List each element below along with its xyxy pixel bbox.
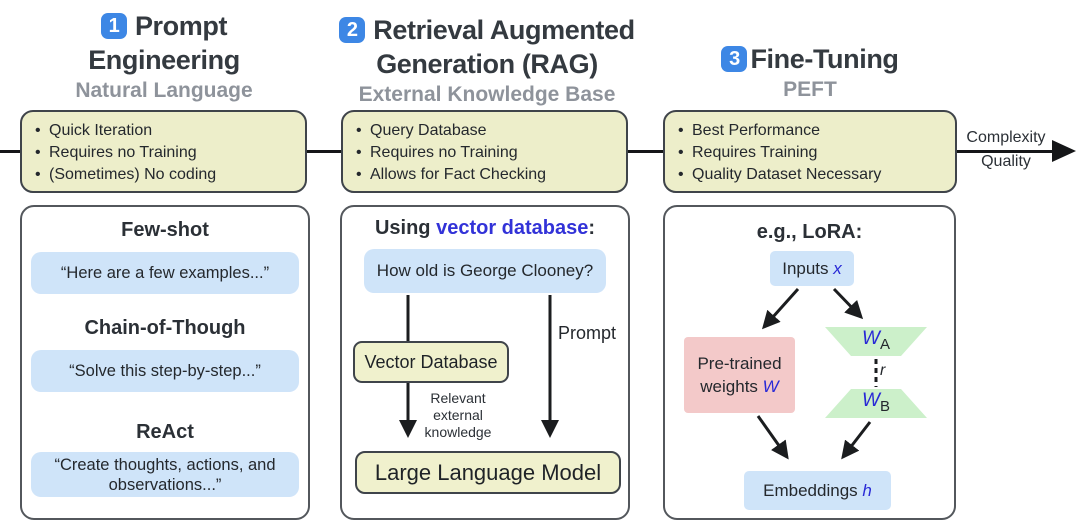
feature-item: Requires Training <box>675 142 949 164</box>
rag-arrows-graphic <box>399 295 559 438</box>
section-header-prompt-engineering: 1 Prompt Engineering Natural Language <box>18 9 310 104</box>
few-shot-heading: Few-shot <box>121 219 209 241</box>
embeddings-node: Embeddings h <box>744 471 891 510</box>
number-3-badge-icon: 3 <box>721 46 748 72</box>
lora-arrows-graphic <box>756 287 927 460</box>
pretrained-var: W <box>762 377 779 396</box>
section2-title-line2: Generation (RAG) <box>376 49 598 79</box>
section2-subtitle: External Knowledge Base <box>358 83 616 106</box>
rank-label: r <box>880 362 886 379</box>
react-example: “Create thoughts, actions, and observati… <box>31 452 299 497</box>
section2-title-line1: Retrieval Augmented <box>373 15 635 45</box>
embeddings-label: Embeddings <box>763 480 858 500</box>
axis-label-complexity: Complexity <box>966 129 1046 146</box>
number-1-badge-icon: 1 <box>100 13 127 39</box>
panel-prompt-engineering: Few-shot “Here are a few examples...” Ch… <box>20 205 310 520</box>
feature-item: Allows for Fact Checking <box>353 164 620 186</box>
wb-sub: B <box>879 397 890 415</box>
lora-wb-label: WB <box>850 390 902 415</box>
axis-label-quality: Quality <box>981 153 1031 170</box>
feature-box-fine-tuning: Best Performance Requires Training Quali… <box>663 110 957 193</box>
feature-box-prompt-engineering: Quick Iteration Requires no Training (So… <box>20 110 307 193</box>
section1-title-line1: Prompt <box>134 11 228 41</box>
section1-title-line2: Engineering <box>88 45 240 75</box>
section3-subtitle: PEFT <box>783 78 837 101</box>
relevant-line3: knowledge <box>424 424 492 440</box>
lora-a-trapezoid <box>825 327 927 356</box>
feature-item: Requires no Training <box>32 142 299 164</box>
query-pill: How old is George Clooney? <box>364 249 606 293</box>
vector-database-node: Vector Database <box>353 341 509 383</box>
inputs-node: Inputs x <box>770 251 854 286</box>
react-heading: ReAct <box>136 421 194 443</box>
inputs-label: Inputs <box>782 258 829 278</box>
prompt-arrow-label: Prompt <box>558 323 617 343</box>
panel-rag-flow: Using vector database: How old is George… <box>340 205 630 520</box>
pretrained-line2: weights <box>700 377 758 396</box>
section-header-rag: 2 Retrieval Augmented Generation (RAG) Ex… <box>322 13 652 108</box>
feature-box-rag: Query Database Requires no Training Allo… <box>341 110 628 193</box>
lora-b-trapezoid <box>825 389 927 418</box>
heading-prefix: Using <box>374 217 437 239</box>
wa-sub: A <box>879 335 890 353</box>
lora-wa-label: WA <box>850 328 902 353</box>
panel-lora: e.g., LoRA: Inputs x Pre-trained weights… <box>663 205 956 520</box>
feature-item: Requires no Training <box>353 142 620 164</box>
lora-panel-heading: e.g., LoRA: <box>756 221 863 243</box>
axis-labels: Complexity Quality <box>950 126 1062 174</box>
embeddings-var: h <box>862 480 872 500</box>
section3-title-line1: Fine-Tuning <box>750 44 899 74</box>
relevant-line2: external <box>433 407 483 423</box>
wa-var: W <box>862 328 880 349</box>
right-arrowhead-icon <box>1052 140 1076 162</box>
feature-item: Quick Iteration <box>32 120 299 142</box>
few-shot-example: “Here are a few examples...” <box>31 252 299 294</box>
heading-accent: vector database <box>436 217 589 239</box>
pretrained-line1: Pre-trained <box>697 354 782 373</box>
pretrained-weights-node: Pre-trained weights W <box>684 337 795 413</box>
section1-subtitle: Natural Language <box>75 79 253 102</box>
feature-item: Query Database <box>353 120 620 142</box>
relevant-line1: Relevant <box>430 390 486 406</box>
wb-var: W <box>862 390 880 411</box>
relevant-knowledge-label: Relevant external knowledge <box>414 390 502 441</box>
chain-of-thought-example: “Solve this step-by-step...” <box>31 350 299 392</box>
feature-item: Quality Dataset Necessary <box>675 164 949 186</box>
feature-item: Best Performance <box>675 120 949 142</box>
number-2-badge-icon: 2 <box>339 17 366 43</box>
rag-panel-heading: Using vector database: <box>342 217 628 240</box>
feature-item: (Sometimes) No coding <box>32 164 299 186</box>
inputs-var: x <box>833 258 842 278</box>
llm-node: Large Language Model <box>355 451 621 494</box>
heading-suffix: : <box>588 217 596 239</box>
chain-of-thought-heading: Chain-of-Though <box>84 317 246 339</box>
